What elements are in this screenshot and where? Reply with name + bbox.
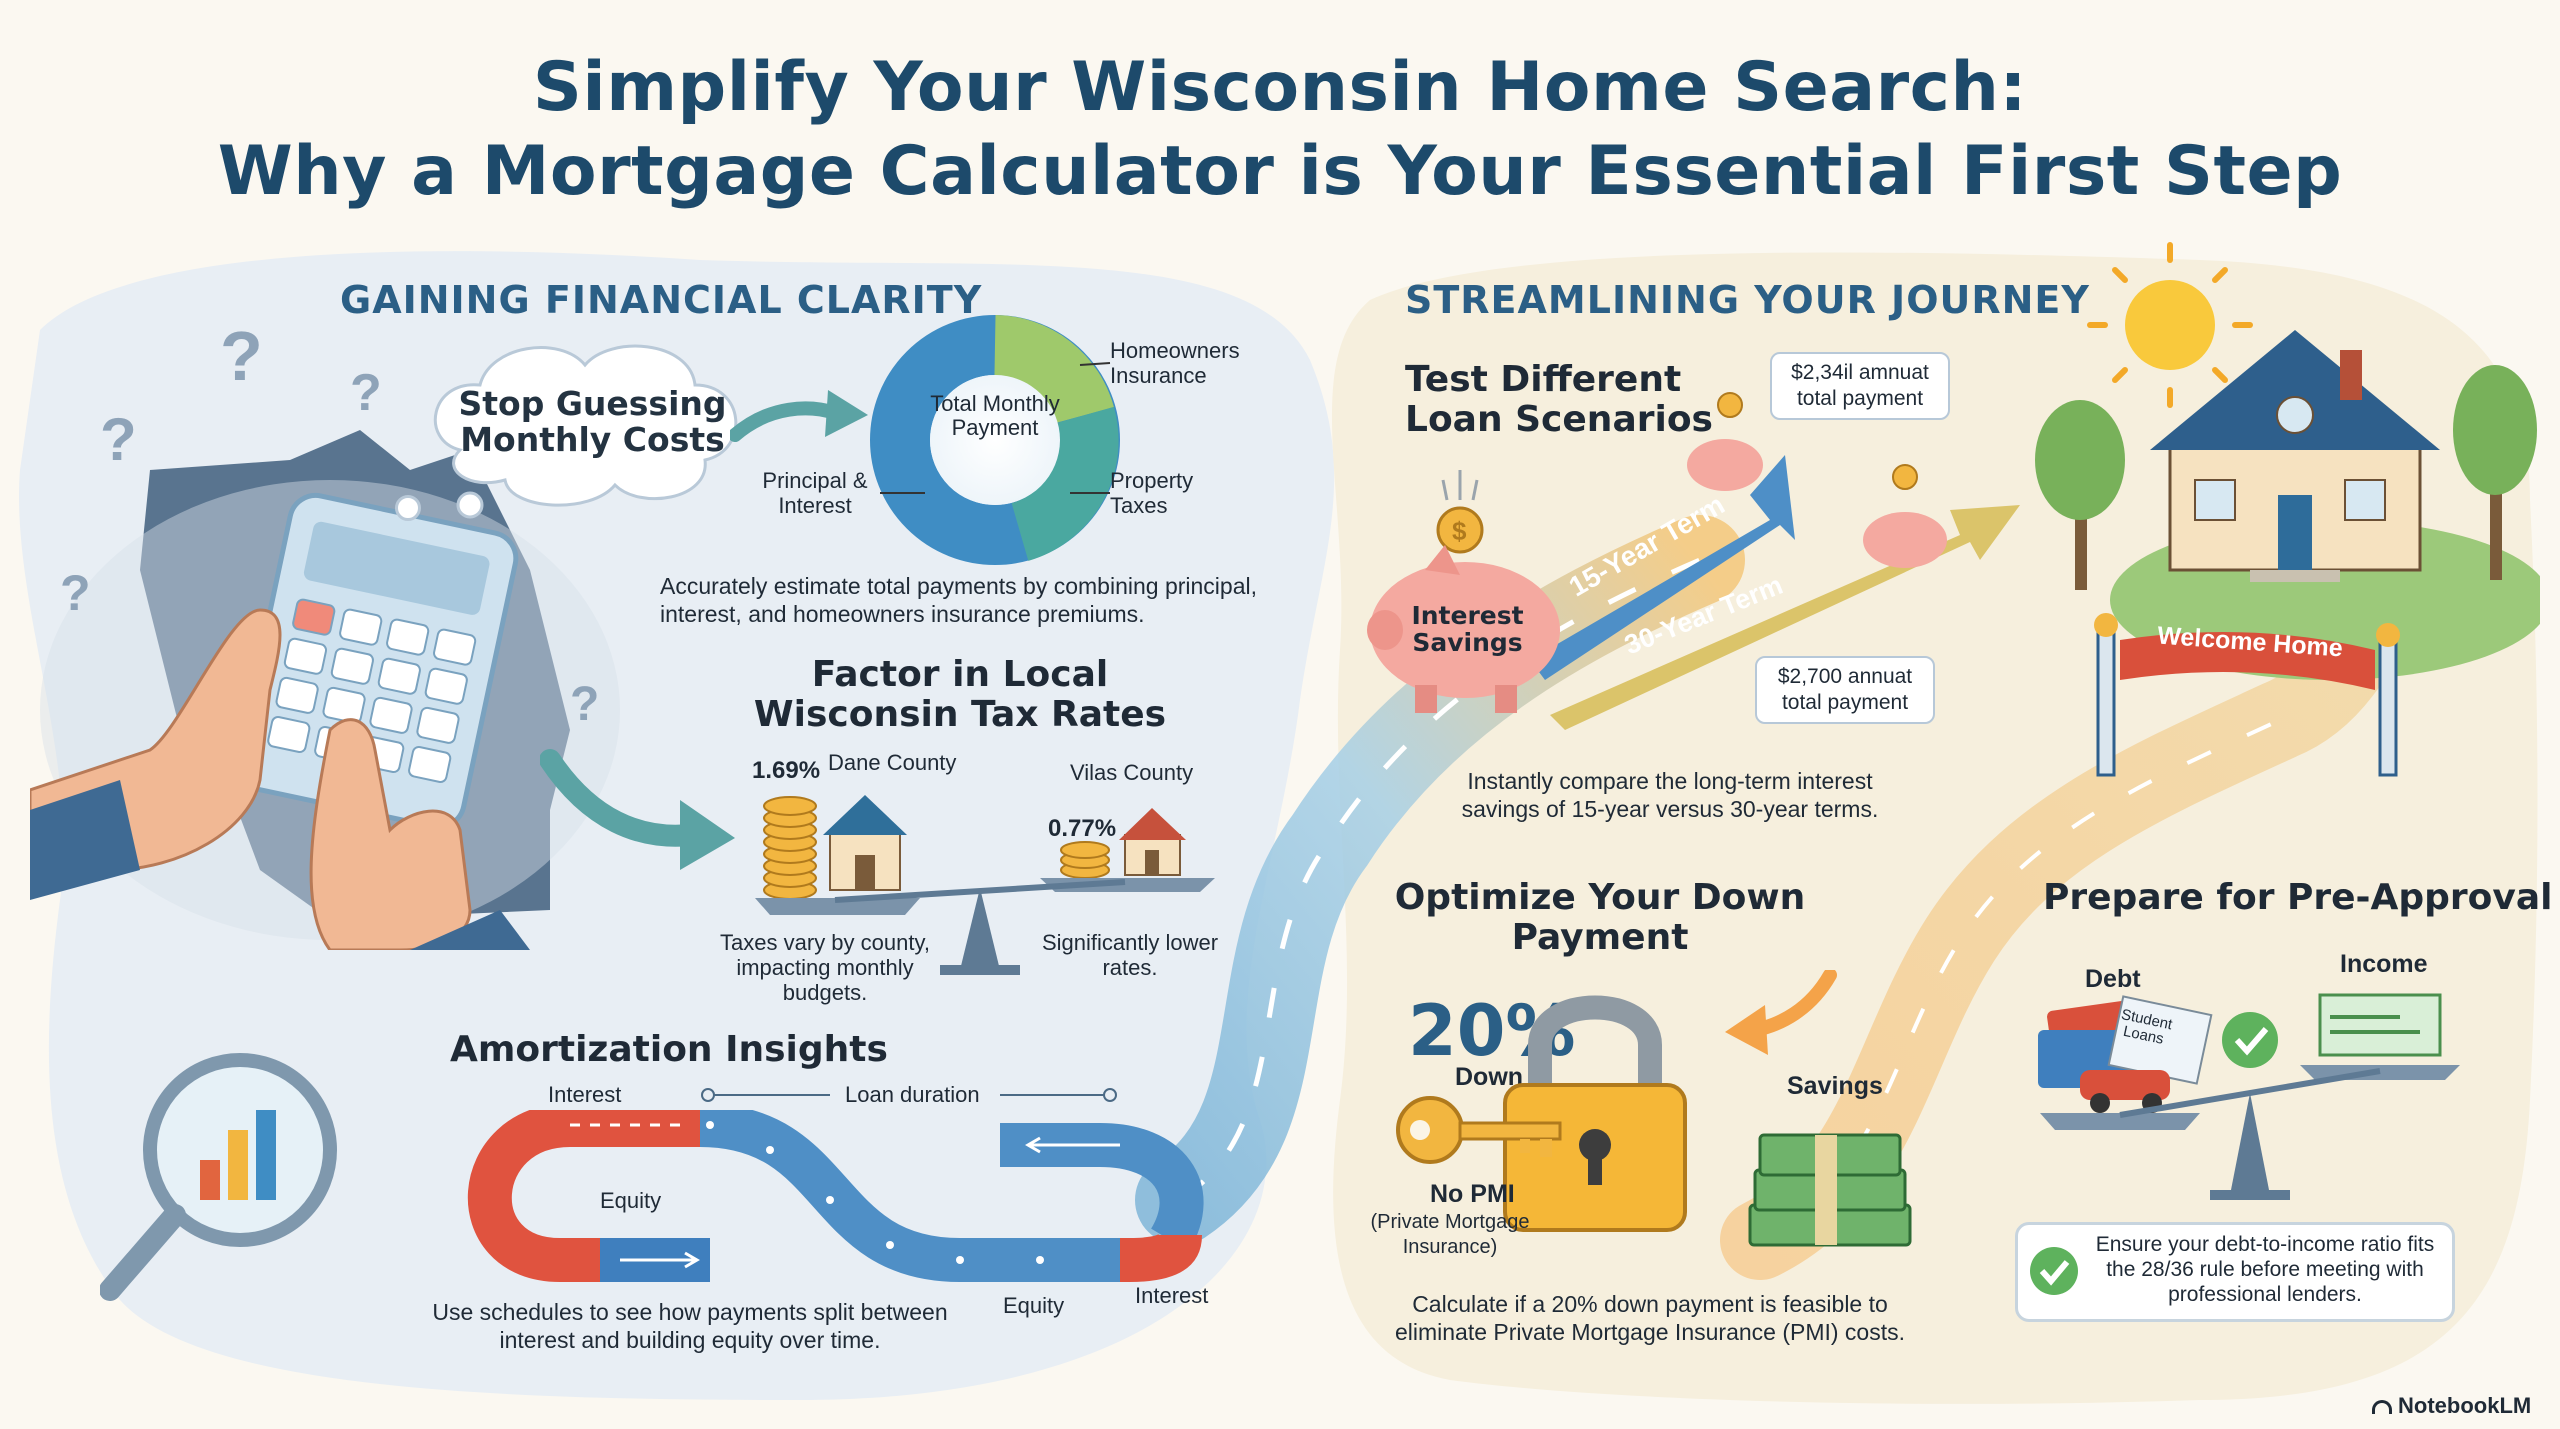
donut-center-label: Total Monthly Payment bbox=[930, 391, 1060, 440]
donut-leader-lines bbox=[880, 362, 1111, 494]
amortization-title: Amortization Insights bbox=[450, 1029, 888, 1070]
amort-label-equity-bottom: Equity bbox=[1003, 1293, 1065, 1318]
journey-road-dashes bbox=[1178, 557, 1701, 1203]
magnifier-chart-icon bbox=[100, 1053, 337, 1301]
checkmark-icon bbox=[2222, 1012, 2278, 1068]
tree-icon bbox=[2035, 400, 2125, 590]
preapproval-callout bbox=[2015, 1222, 2455, 1322]
callout-15-year: $2,34il amnuat total payment bbox=[1770, 352, 1950, 420]
loan-duration-line bbox=[701, 1088, 1117, 1102]
piggy-bank-small-icon bbox=[1687, 439, 1763, 491]
question-mark-icon: ? bbox=[570, 678, 599, 731]
right-hand bbox=[309, 718, 472, 950]
dane-rate: 1.69% bbox=[752, 757, 821, 784]
piggy-label: Interest Savings bbox=[1411, 601, 1524, 657]
donut-slice-taxes bbox=[1010, 406, 1119, 561]
notebooklm-icon bbox=[2372, 1400, 2392, 1415]
amortization-caption: Use schedules to see how payments split … bbox=[432, 1299, 948, 1353]
piggy-bank-small-icon bbox=[1863, 512, 1947, 568]
callout-30-year: $2,700 annuat total payment bbox=[1755, 656, 1935, 724]
key-icon bbox=[1396, 1096, 1562, 1164]
vilas-caption: Significantly lower rates. bbox=[1041, 930, 1219, 980]
padlock-key-icon bbox=[1396, 995, 1687, 1232]
checkmark-icon bbox=[2030, 1247, 2078, 1295]
page-title-line1: Simplify Your Wisconsin Home Search: bbox=[532, 48, 2028, 127]
no-pmi-label: No PMI bbox=[1430, 1180, 1515, 1208]
debt-label: Debt bbox=[2085, 965, 2141, 993]
lock-shackle bbox=[1528, 995, 1662, 1090]
savings-label: Savings bbox=[1787, 1072, 1883, 1100]
house-icon bbox=[823, 795, 907, 891]
donut-label-taxes: Property Taxes bbox=[1110, 468, 1194, 518]
cash-stack-icon bbox=[1748, 1133, 1912, 1247]
dane-county-label: Dane County bbox=[828, 750, 957, 775]
thought-bubble-dot bbox=[395, 495, 421, 521]
svg-text:$: $ bbox=[1452, 516, 1467, 546]
golden-road bbox=[1720, 560, 2420, 1280]
loans-caption: Instantly compare the long-term interest… bbox=[1461, 768, 1879, 822]
vilas-rate: 0.77% bbox=[1048, 815, 1117, 842]
coin-icon bbox=[1436, 506, 1484, 554]
welcome-sign bbox=[2094, 613, 2400, 777]
donut-slice-insurance bbox=[993, 315, 1114, 424]
coin-icons bbox=[1717, 392, 1918, 490]
teal-arrow-icon bbox=[730, 390, 868, 442]
preapproval-title: Prepare for Pre-Approval bbox=[2043, 877, 2553, 918]
amort-label-interest-right: Interest bbox=[1135, 1283, 1209, 1308]
down-payment-caption: Calculate if a 20% down payment is feasi… bbox=[1394, 1291, 1906, 1345]
thought-bubble-shape bbox=[433, 344, 738, 519]
teal-curved-arrow-icon bbox=[540, 749, 735, 870]
brand-logo: NotebookLM bbox=[2372, 1393, 2531, 1419]
amort-label-interest-top: Interest bbox=[548, 1082, 622, 1107]
page-title-line2: Why a Mortgage Calculator is Your Essent… bbox=[217, 132, 2343, 211]
down-label: Down bbox=[1455, 1063, 1524, 1091]
question-mark-icon: ? bbox=[220, 317, 263, 395]
brand-text: NotebookLM bbox=[2398, 1393, 2532, 1418]
coin-stack-icon bbox=[763, 796, 817, 900]
dane-caption: Taxes vary by county, impacting monthly … bbox=[720, 930, 930, 1005]
down-payment-title: Optimize Your Down Payment bbox=[1394, 877, 1806, 958]
amort-label-duration: Loan duration bbox=[845, 1082, 980, 1107]
amortization-ribbon bbox=[467, 1110, 1204, 1282]
estimate-text: Accurately estimate total payments by co… bbox=[660, 573, 1258, 627]
sun-icon bbox=[2087, 242, 2253, 408]
question-mark-icon: ? bbox=[100, 406, 137, 473]
orange-arrow-icon bbox=[1725, 970, 1837, 1055]
arrow-15-year bbox=[1530, 455, 1795, 680]
tax-balance-scale bbox=[755, 795, 1215, 975]
house-icon bbox=[2150, 330, 2440, 572]
thought-bubble-text: Stop Guessing Monthly Costs bbox=[458, 384, 727, 459]
term-arrows bbox=[1530, 439, 2020, 730]
pmi-full-label: (Private Mortgage Insurance) bbox=[1370, 1211, 1530, 1258]
payment-donut-chart bbox=[870, 315, 1120, 565]
tree-icon bbox=[2453, 365, 2537, 580]
calculator-hands-illustration: ? ? ? ? ? bbox=[30, 317, 620, 950]
vilas-county-label: Vilas County bbox=[1070, 760, 1194, 785]
tax-title: Factor in Local Wisconsin Tax Rates bbox=[753, 654, 1167, 735]
loan-scenarios-title: Test Different Loan Scenarios bbox=[1405, 359, 1713, 440]
dti-balance-scale bbox=[2038, 993, 2460, 1200]
question-mark-icon: ? bbox=[350, 364, 382, 422]
question-mark-icon: ? bbox=[60, 565, 91, 621]
amort-label-equity-left: Equity bbox=[600, 1188, 662, 1213]
piggy-bank-icon: $ bbox=[1367, 470, 1560, 713]
donut-label-insurance: Homeowners Insurance bbox=[1110, 338, 1240, 388]
paycheck-icon bbox=[2318, 993, 2442, 1057]
preapproval-caption: Ensure your debt-to-income ratio fits th… bbox=[2095, 1233, 2435, 1306]
section-title-financial-clarity: GAINING FINANCIAL CLARITY bbox=[340, 278, 983, 322]
section-title-streamlining: STREAMLINING YOUR JOURNEY bbox=[1405, 278, 2090, 322]
house-small-icon bbox=[1119, 808, 1186, 876]
income-label: Income bbox=[2340, 950, 2428, 978]
coin-stack-small-icon bbox=[1060, 841, 1110, 879]
donut-label-principal: Principal & Interest bbox=[762, 468, 868, 518]
